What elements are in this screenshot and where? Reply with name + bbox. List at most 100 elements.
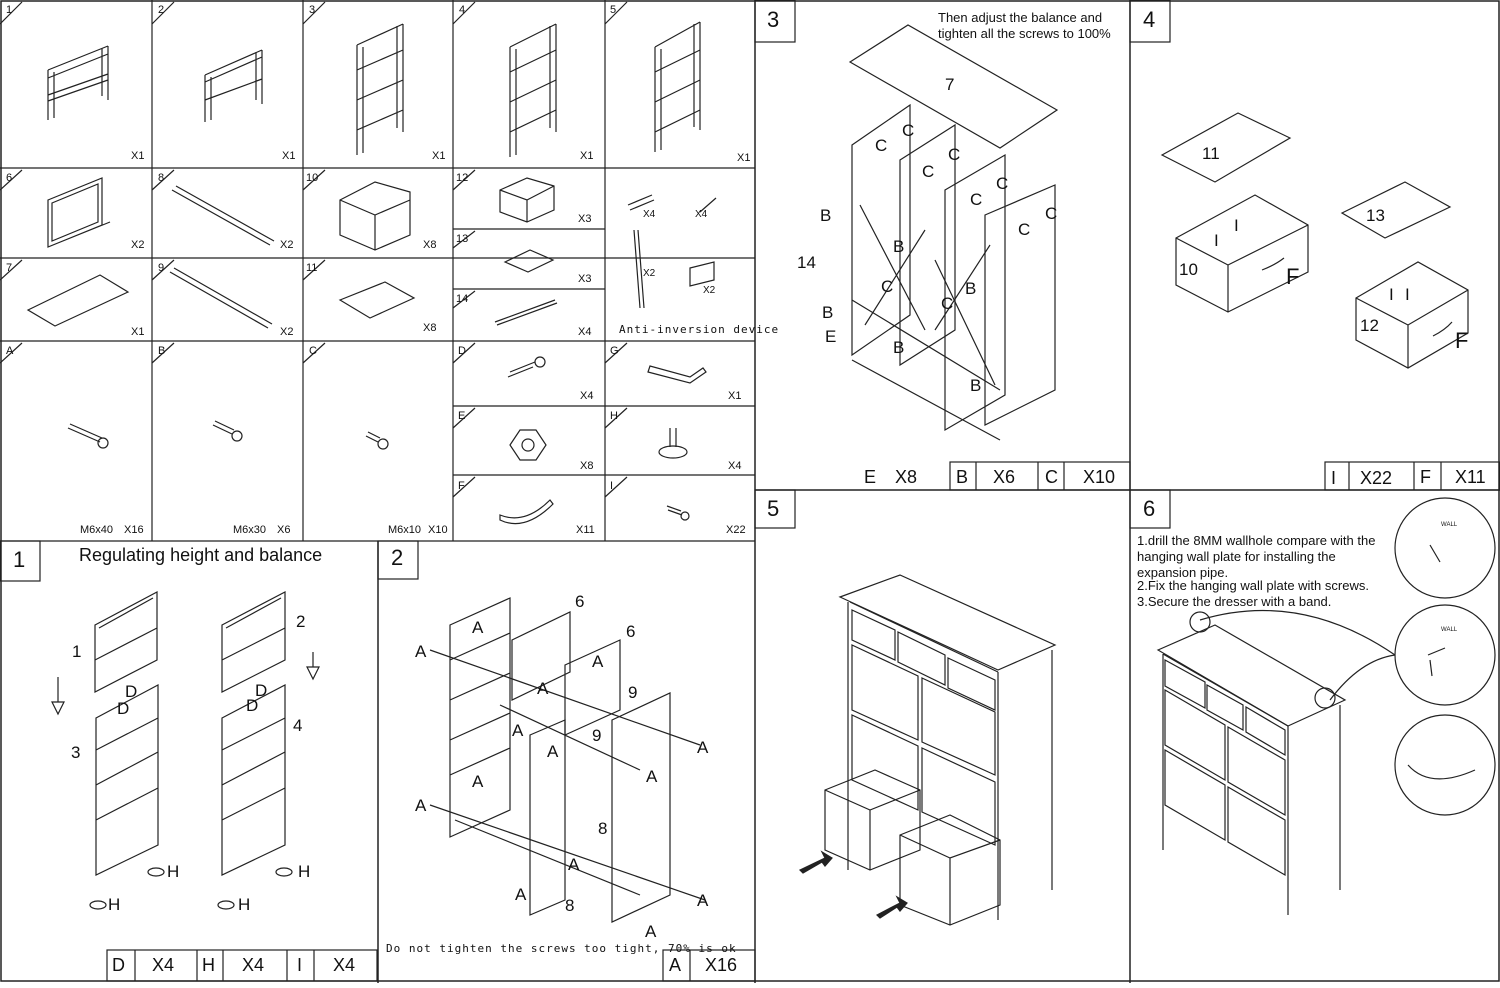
hw-a-id: A (6, 345, 14, 357)
hw-g-qty: X1 (728, 390, 742, 402)
step-2-label-a-12: A (515, 885, 527, 904)
step-6-wall-label-2: WALL (1441, 627, 1458, 633)
part-12-qty: X3 (578, 213, 592, 225)
step-2-label-8-2: 8 (565, 896, 575, 915)
step-4-count-f-val: X11 (1455, 467, 1486, 487)
part-9-qty: X2 (280, 326, 294, 338)
part-9-id: 9 (158, 262, 165, 274)
step-3-label-c-9: C (881, 277, 894, 296)
step-3-count-e-val: X8 (895, 467, 918, 487)
step-3-label-b-1: B (820, 206, 832, 225)
step-3-label-c-8: C (1045, 204, 1058, 223)
step-2-label-9-1: 9 (628, 683, 638, 702)
step-4-label-i-1: I (1214, 231, 1219, 250)
step-3-label-c-6: C (996, 174, 1009, 193)
step-3-count-b-val: X6 (993, 467, 1016, 487)
step-1-label-h-2: H (108, 895, 121, 914)
step-3-label-c-3: C (922, 162, 935, 181)
step-4-count-i-key: I (1331, 468, 1337, 488)
hw-b-qty: X6 (277, 524, 291, 536)
step-2-label-a-10: A (415, 796, 427, 815)
step-5-number: 5 (767, 496, 780, 521)
step-2-label-a-14: A (645, 922, 657, 941)
step-2-label-6-1: 6 (575, 592, 585, 611)
step-6-note-1: 1.drill the 8MM wallhole compare with th… (1137, 533, 1376, 580)
step-4-label-f-2: F (1455, 328, 1469, 353)
step-1-count-i-key: I (297, 955, 303, 975)
step-1-label-1: 1 (72, 642, 82, 661)
step-1-count-i-val: X4 (333, 955, 356, 975)
step-1-label-h-4: H (238, 895, 251, 914)
part-8-id: 8 (158, 172, 165, 184)
step-4-label-12: 12 (1360, 316, 1379, 335)
part-3-qty: X1 (432, 150, 446, 162)
step-2-number: 2 (391, 545, 404, 570)
hw-h-id: H (610, 410, 618, 422)
anti-inversion-label: Anti-inversion device (619, 323, 780, 336)
part-4-qty: X1 (580, 150, 594, 162)
step-3-count-c-key: C (1045, 467, 1058, 487)
hw-c-id: C (309, 345, 317, 357)
step-2-label-a-5: A (512, 721, 524, 740)
step-2-note: Do not tighten the screws too tight, 70%… (386, 942, 737, 955)
step-6-number: 6 (1143, 496, 1156, 521)
hw-c-qty: X10 (428, 524, 448, 536)
step-2-label-8-1: 8 (598, 819, 608, 838)
step-1-label-d-3: D (255, 681, 268, 700)
hw-d-qty: X4 (580, 390, 594, 402)
step-4-number: 4 (1143, 7, 1156, 32)
step-3-label-b-4: B (822, 303, 834, 322)
part-14-qty: X4 (578, 326, 592, 338)
step-1-label-d-2: D (117, 699, 130, 718)
step-3-label-7: 7 (945, 75, 955, 94)
step-4-label-10: 10 (1179, 260, 1198, 279)
step-3-label-c-1: C (875, 136, 888, 155)
step-1-label-d-4: D (246, 696, 259, 715)
step-1-count-d-val: X4 (152, 955, 175, 975)
step-2-label-a-1: A (415, 642, 427, 661)
part-6-qty: X2 (131, 239, 145, 251)
step-3-label-c-2: C (902, 121, 915, 140)
hw-b-spec: M6x30 (233, 524, 267, 536)
step-2-label-6-2: 6 (626, 622, 636, 641)
anti-qty-2: X4 (695, 209, 708, 220)
part-14-id: 14 (456, 293, 469, 305)
step-6-note-2: 2.Fix the hanging wall plate with screws… (1137, 578, 1369, 593)
hw-f-qty: X11 (576, 524, 595, 536)
step-4-count-i-val: X22 (1360, 468, 1393, 488)
part-5-id: 5 (610, 4, 617, 16)
hw-a-spec: M6x40 (80, 524, 114, 536)
step-2-count-a-val: X16 (705, 955, 738, 975)
step-4-label-f-1: F (1286, 264, 1300, 289)
part-4-id: 4 (459, 4, 466, 16)
step-1-label-h-1: H (167, 862, 180, 881)
step-1-label-3: 3 (71, 743, 81, 762)
hw-d-id: D (458, 345, 466, 357)
anti-qty-1: X4 (643, 209, 656, 220)
step-6-wall-label-1: WALL (1441, 522, 1458, 528)
step-4-label-i-3: I (1389, 285, 1394, 304)
hw-i-id: I (610, 480, 614, 492)
step-3-label-c-4: C (948, 145, 961, 164)
part-1-id: 1 (6, 4, 13, 16)
part-11-id: 11 (306, 262, 318, 274)
hw-h-qty: X4 (728, 460, 742, 472)
step-3-note: Then adjust the balance and tighten all … (938, 10, 1111, 41)
step-1-count-h-val: X4 (242, 955, 265, 975)
anti-qty-4: X2 (703, 285, 716, 296)
part-5-qty: X1 (737, 152, 751, 164)
hw-a-qty: X16 (124, 524, 144, 536)
hw-e-id: E (458, 410, 466, 422)
step-4-count-f-key: F (1420, 467, 1431, 487)
part-10-qty: X8 (423, 239, 437, 251)
step-2-label-a-9: A (472, 772, 484, 791)
step-1-label-2: 2 (296, 612, 306, 631)
step-3-label-14: 14 (797, 253, 816, 272)
part-10-id: 10 (306, 172, 319, 184)
step-1-label-h-3: H (298, 862, 311, 881)
step-2-label-a-3: A (592, 652, 604, 671)
anti-qty-3: X2 (643, 268, 656, 279)
step-6-note-3: 3.Secure the dresser with a band. (1137, 594, 1332, 609)
